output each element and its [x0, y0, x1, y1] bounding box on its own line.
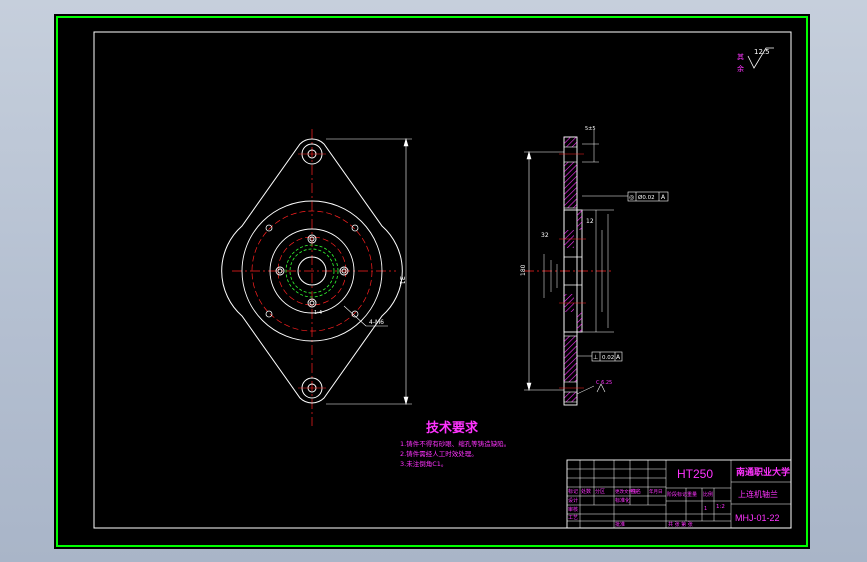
outer-frame [56, 16, 808, 547]
svg-text:阶段标记: 阶段标记 [667, 491, 687, 498]
svg-text:5±5: 5±5 [585, 126, 596, 132]
svg-text:12.5: 12.5 [754, 48, 770, 56]
cad-viewport[interactable]: 其 余 12.5 [54, 14, 810, 549]
roughness-note: 其 余 12.5 [737, 47, 774, 73]
svg-text:A: A [661, 194, 666, 201]
svg-text:1:4: 1:4 [314, 310, 322, 316]
svg-text:标准化: 标准化 [615, 497, 630, 504]
front-view: 31 4-M6 1:4 [221, 129, 412, 426]
svg-text:3.未注倒角C1。: 3.未注倒角C1。 [400, 459, 447, 468]
svg-text:31: 31 [398, 276, 406, 285]
svg-text:32: 32 [541, 232, 549, 239]
svg-text:比例: 比例 [703, 491, 713, 498]
svg-text:技术要求: 技术要求 [426, 420, 479, 436]
svg-text:1:2: 1:2 [716, 504, 725, 510]
title-block: 标记 处数 分区 更改文件号 签名 年月日 设计 审核 工艺 标准化 批准 阶段… [566, 459, 792, 529]
drawing-border [93, 31, 792, 529]
svg-text:C 6.25: C 6.25 [596, 380, 612, 386]
material-text: HT250 [677, 467, 713, 481]
flange-outline [221, 138, 403, 404]
svg-text:⊥: ⊥ [593, 354, 598, 361]
svg-text:审核: 审核 [568, 506, 578, 513]
svg-text:工艺: 工艺 [568, 515, 578, 521]
drawing-number: MHJ-01-22 [735, 513, 780, 523]
svg-text:◎: ◎ [629, 194, 634, 201]
svg-text:4-M6: 4-M6 [369, 319, 384, 326]
svg-text:批准: 批准 [615, 521, 625, 528]
svg-text:180: 180 [520, 264, 527, 276]
svg-text:其: 其 [737, 53, 744, 61]
svg-text:上连机轴兰: 上连机轴兰 [738, 489, 778, 499]
svg-text:分区: 分区 [595, 488, 605, 495]
tech-requirements: 技术要求 1.铸件不得有砂眼、缩孔等铸造缺陷。 2.铸件需经人工时效处理。 3.… [400, 420, 510, 468]
svg-text:Ø0.02: Ø0.02 [638, 194, 655, 201]
svg-text:1: 1 [704, 506, 707, 512]
svg-text:0.02: 0.02 [602, 355, 614, 361]
svg-text:余: 余 [737, 64, 744, 73]
geo-tolerance-2: ⊥ 0.02 A [577, 351, 623, 362]
side-view: 180 5±5 12 32 ◎ Ø0.02 A [520, 126, 669, 406]
cad-drawing: 其 余 12.5 [56, 16, 808, 547]
svg-text:1.铸件不得有砂眼、缩孔等铸造缺陷。: 1.铸件不得有砂眼、缩孔等铸造缺陷。 [400, 439, 510, 448]
svg-text:南通职业大学: 南通职业大学 [736, 466, 790, 478]
geo-tolerance-1: ◎ Ø0.02 A [582, 191, 669, 202]
svg-text:标记: 标记 [568, 488, 578, 495]
svg-text:签名: 签名 [631, 488, 641, 495]
svg-text:重量: 重量 [687, 491, 697, 498]
svg-text:年月日: 年月日 [649, 488, 663, 495]
svg-text:共 张 第 张: 共 张 第 张 [668, 521, 693, 528]
svg-text:处数: 处数 [581, 488, 591, 495]
svg-text:12: 12 [586, 218, 594, 225]
svg-text:更改文件号: 更改文件号 [615, 488, 638, 495]
svg-text:A: A [616, 354, 621, 361]
svg-text:设计: 设计 [568, 497, 578, 504]
svg-text:2.铸件需经人工时效处理。: 2.铸件需经人工时效处理。 [400, 449, 478, 458]
